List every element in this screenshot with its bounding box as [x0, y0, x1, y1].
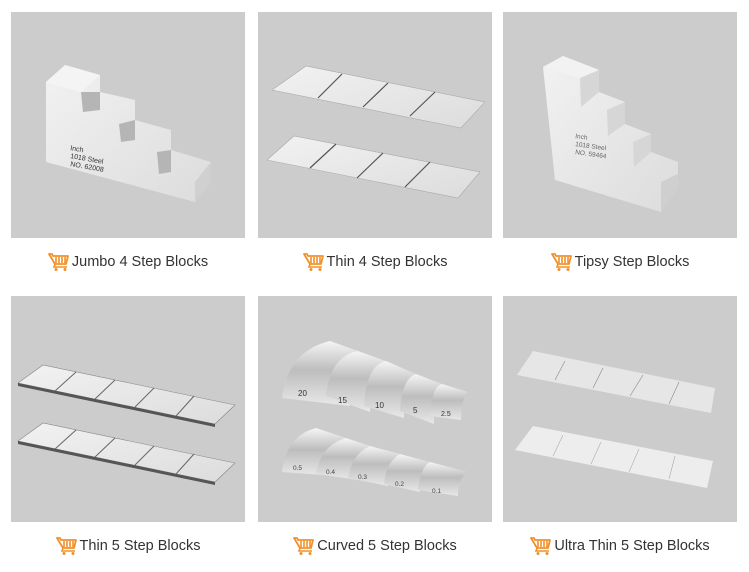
product-image[interactable]: 20 15 10 5 2.5 0.5 0.4 0.3 0.2 0.1 [258, 296, 492, 522]
shopping-cart-icon [293, 536, 315, 556]
product-image[interactable]: Inch 1018 Steel NO. 62008 [11, 12, 245, 238]
product-name[interactable]: Jumbo 4 Step Blocks [71, 254, 209, 270]
product-card-curved-5-step[interactable]: 20 15 10 5 2.5 0.5 0.4 0.3 0.2 0.1 Curve… [258, 296, 492, 563]
shopping-cart-icon [530, 536, 552, 556]
product-card-thin-4-step[interactable]: Thin 4 Step Blocks [258, 12, 492, 279]
svg-text:15: 15 [338, 396, 347, 405]
engraving-line: Inch [70, 145, 84, 154]
svg-text:5: 5 [413, 406, 418, 415]
product-name[interactable]: Thin 4 Step Blocks [326, 254, 448, 270]
svg-text:0.3: 0.3 [358, 474, 367, 481]
shopping-cart-icon [303, 252, 325, 272]
product-name[interactable]: Thin 5 Step Blocks [79, 538, 201, 554]
product-name[interactable]: Tipsy Step Blocks [574, 254, 690, 270]
product-link[interactable]: Curved 5 Step Blocks [258, 529, 492, 563]
product-name[interactable]: Ultra Thin 5 Step Blocks [554, 538, 710, 554]
thickness-mark: 20 [298, 389, 307, 398]
svg-text:NO. 59464: NO. 59464 [575, 149, 607, 160]
product-card-ultra-thin-5-step[interactable]: Ultra Thin 5 Step Blocks [503, 296, 737, 563]
shopping-cart-icon [48, 252, 70, 272]
thickness-mark: 0.5 [293, 465, 302, 472]
product-card-thin-5-step[interactable]: Thin 5 Step Blocks [11, 296, 245, 563]
product-image[interactable] [11, 296, 245, 522]
svg-text:2.5: 2.5 [441, 411, 451, 418]
svg-text:10: 10 [375, 401, 384, 410]
svg-text:1018 Steel: 1018 Steel [575, 141, 607, 152]
engraving-line: Inch [575, 133, 589, 142]
svg-text:0.1: 0.1 [432, 488, 441, 495]
product-card-tipsy-step[interactable]: Inch 1018 Steel NO. 59464 Tipsy Step Blo… [503, 12, 737, 279]
product-link[interactable]: Thin 4 Step Blocks [258, 245, 492, 279]
product-image[interactable] [258, 12, 492, 238]
product-link[interactable]: Thin 5 Step Blocks [11, 529, 245, 563]
product-name[interactable]: Curved 5 Step Blocks [317, 538, 457, 554]
shopping-cart-icon [56, 536, 78, 556]
product-link[interactable]: Ultra Thin 5 Step Blocks [503, 529, 737, 563]
product-link[interactable]: Tipsy Step Blocks [503, 245, 737, 279]
product-link[interactable]: Jumbo 4 Step Blocks [11, 245, 245, 279]
svg-text:0.4: 0.4 [326, 469, 335, 476]
shopping-cart-icon [551, 252, 573, 272]
product-card-jumbo-4-step[interactable]: Inch 1018 Steel NO. 62008 Jumbo 4 Step B… [11, 12, 245, 279]
product-image[interactable] [503, 296, 737, 522]
svg-text:0.2: 0.2 [395, 481, 404, 488]
product-image[interactable]: Inch 1018 Steel NO. 59464 [503, 12, 737, 238]
